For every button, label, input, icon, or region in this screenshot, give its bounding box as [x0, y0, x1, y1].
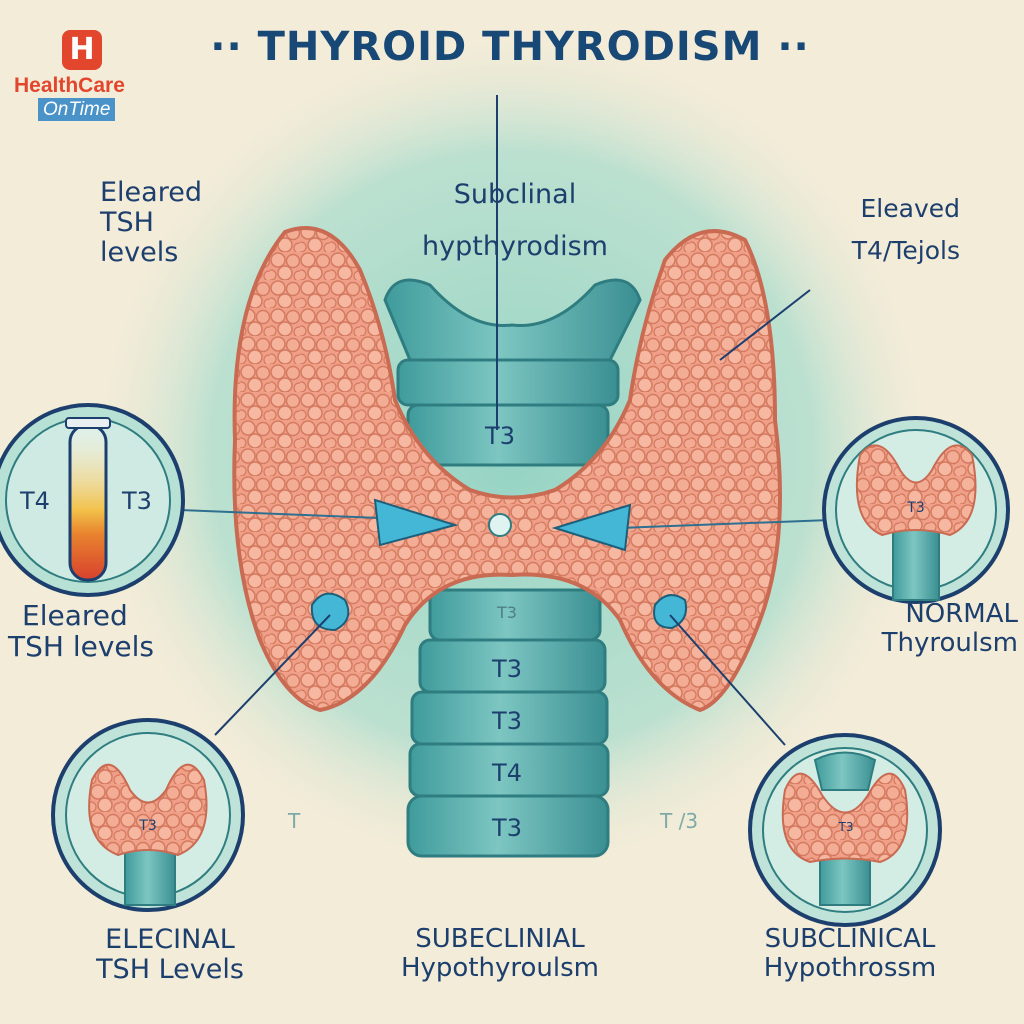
label-line: TSH levels — [8, 630, 155, 664]
trachea-label: T3 — [492, 707, 522, 735]
label-line: SUBCLINICAL — [764, 924, 936, 954]
inset-normal-thyroid — [822, 416, 1010, 604]
label-line: Hypothrossm — [763, 953, 937, 984]
test-tube-label-left: T4 — [20, 487, 50, 515]
label-bottom-left: ELECINAL TSH Levels — [70, 924, 270, 986]
label-bottom-center: SUBECLINIAL Hypothyroulsm — [370, 924, 630, 984]
arrow-right — [551, 503, 831, 552]
label-line: hypthyrodism — [422, 231, 608, 263]
trachea-label: T3 — [492, 655, 522, 683]
test-tube-inset — [0, 403, 185, 597]
label-line: Eleared — [22, 599, 128, 632]
trachea-upper — [383, 278, 642, 467]
label-line: Eleaved — [860, 194, 961, 223]
page-title: ·· THYROID THYRODISM ·· — [210, 24, 810, 70]
label-line: Thyroulsm — [881, 628, 1018, 659]
pointer-line-top-right — [719, 289, 811, 361]
faint-label-left: T — [288, 809, 301, 833]
nodule-left — [310, 592, 350, 632]
label-line: ELECINAL — [105, 924, 235, 955]
label-top-left: Eleared TSH levels — [100, 177, 202, 269]
healthcare-logo: H HealthCare OnTime — [14, 30, 164, 121]
pointer-line-left — [214, 614, 331, 736]
trachea-label: T3 — [485, 422, 515, 450]
label-line: Hypothyroulsm — [400, 953, 599, 984]
inset-label-right: T3 — [907, 500, 925, 516]
brand-name: HealthCare — [14, 74, 125, 97]
label-line: Eleared — [100, 177, 202, 208]
label-line: SUBECLINIAL — [415, 924, 585, 954]
inset-bottom-right-thyroid — [748, 733, 942, 927]
label-line: TSH — [100, 207, 154, 239]
label-top-center: Subclinal hypthyrodism — [410, 179, 620, 263]
hospital-h-icon: H — [62, 30, 102, 70]
label-line: NORMAL — [905, 599, 1018, 629]
faint-label-right: T /3 — [660, 809, 699, 833]
trachea-lower — [406, 588, 610, 858]
label-mid-right: NORMAL Thyroulsm — [830, 599, 1018, 659]
arrow-left — [179, 498, 459, 547]
brand-tagline: OnTime — [38, 98, 116, 121]
label-line: TSH Levels — [96, 954, 244, 986]
inset-label-bottom-left: T3 — [139, 818, 157, 834]
pointer-line-right — [669, 614, 786, 746]
test-tube-label-right: T3 — [122, 487, 152, 515]
label-line: levels — [100, 237, 179, 269]
trachea-label: T4 — [492, 759, 522, 787]
label-mid-left: Eleared TSH levels — [8, 600, 154, 663]
inset-label-bottom-right: T3 — [838, 820, 854, 834]
label-line: T4/Tejols — [851, 236, 960, 265]
inset-bottom-left-thyroid — [51, 718, 245, 912]
label-line: Subclinal — [453, 179, 577, 210]
nodule-right — [653, 594, 688, 630]
trachea-label: T3 — [497, 603, 517, 622]
label-bottom-right: SUBCLINICAL Hypothrossm — [720, 924, 980, 984]
thyroid-gland — [232, 226, 782, 713]
trachea-label: T3 — [492, 814, 522, 842]
label-top-right: Eleaved T4/Tejols — [800, 195, 960, 265]
